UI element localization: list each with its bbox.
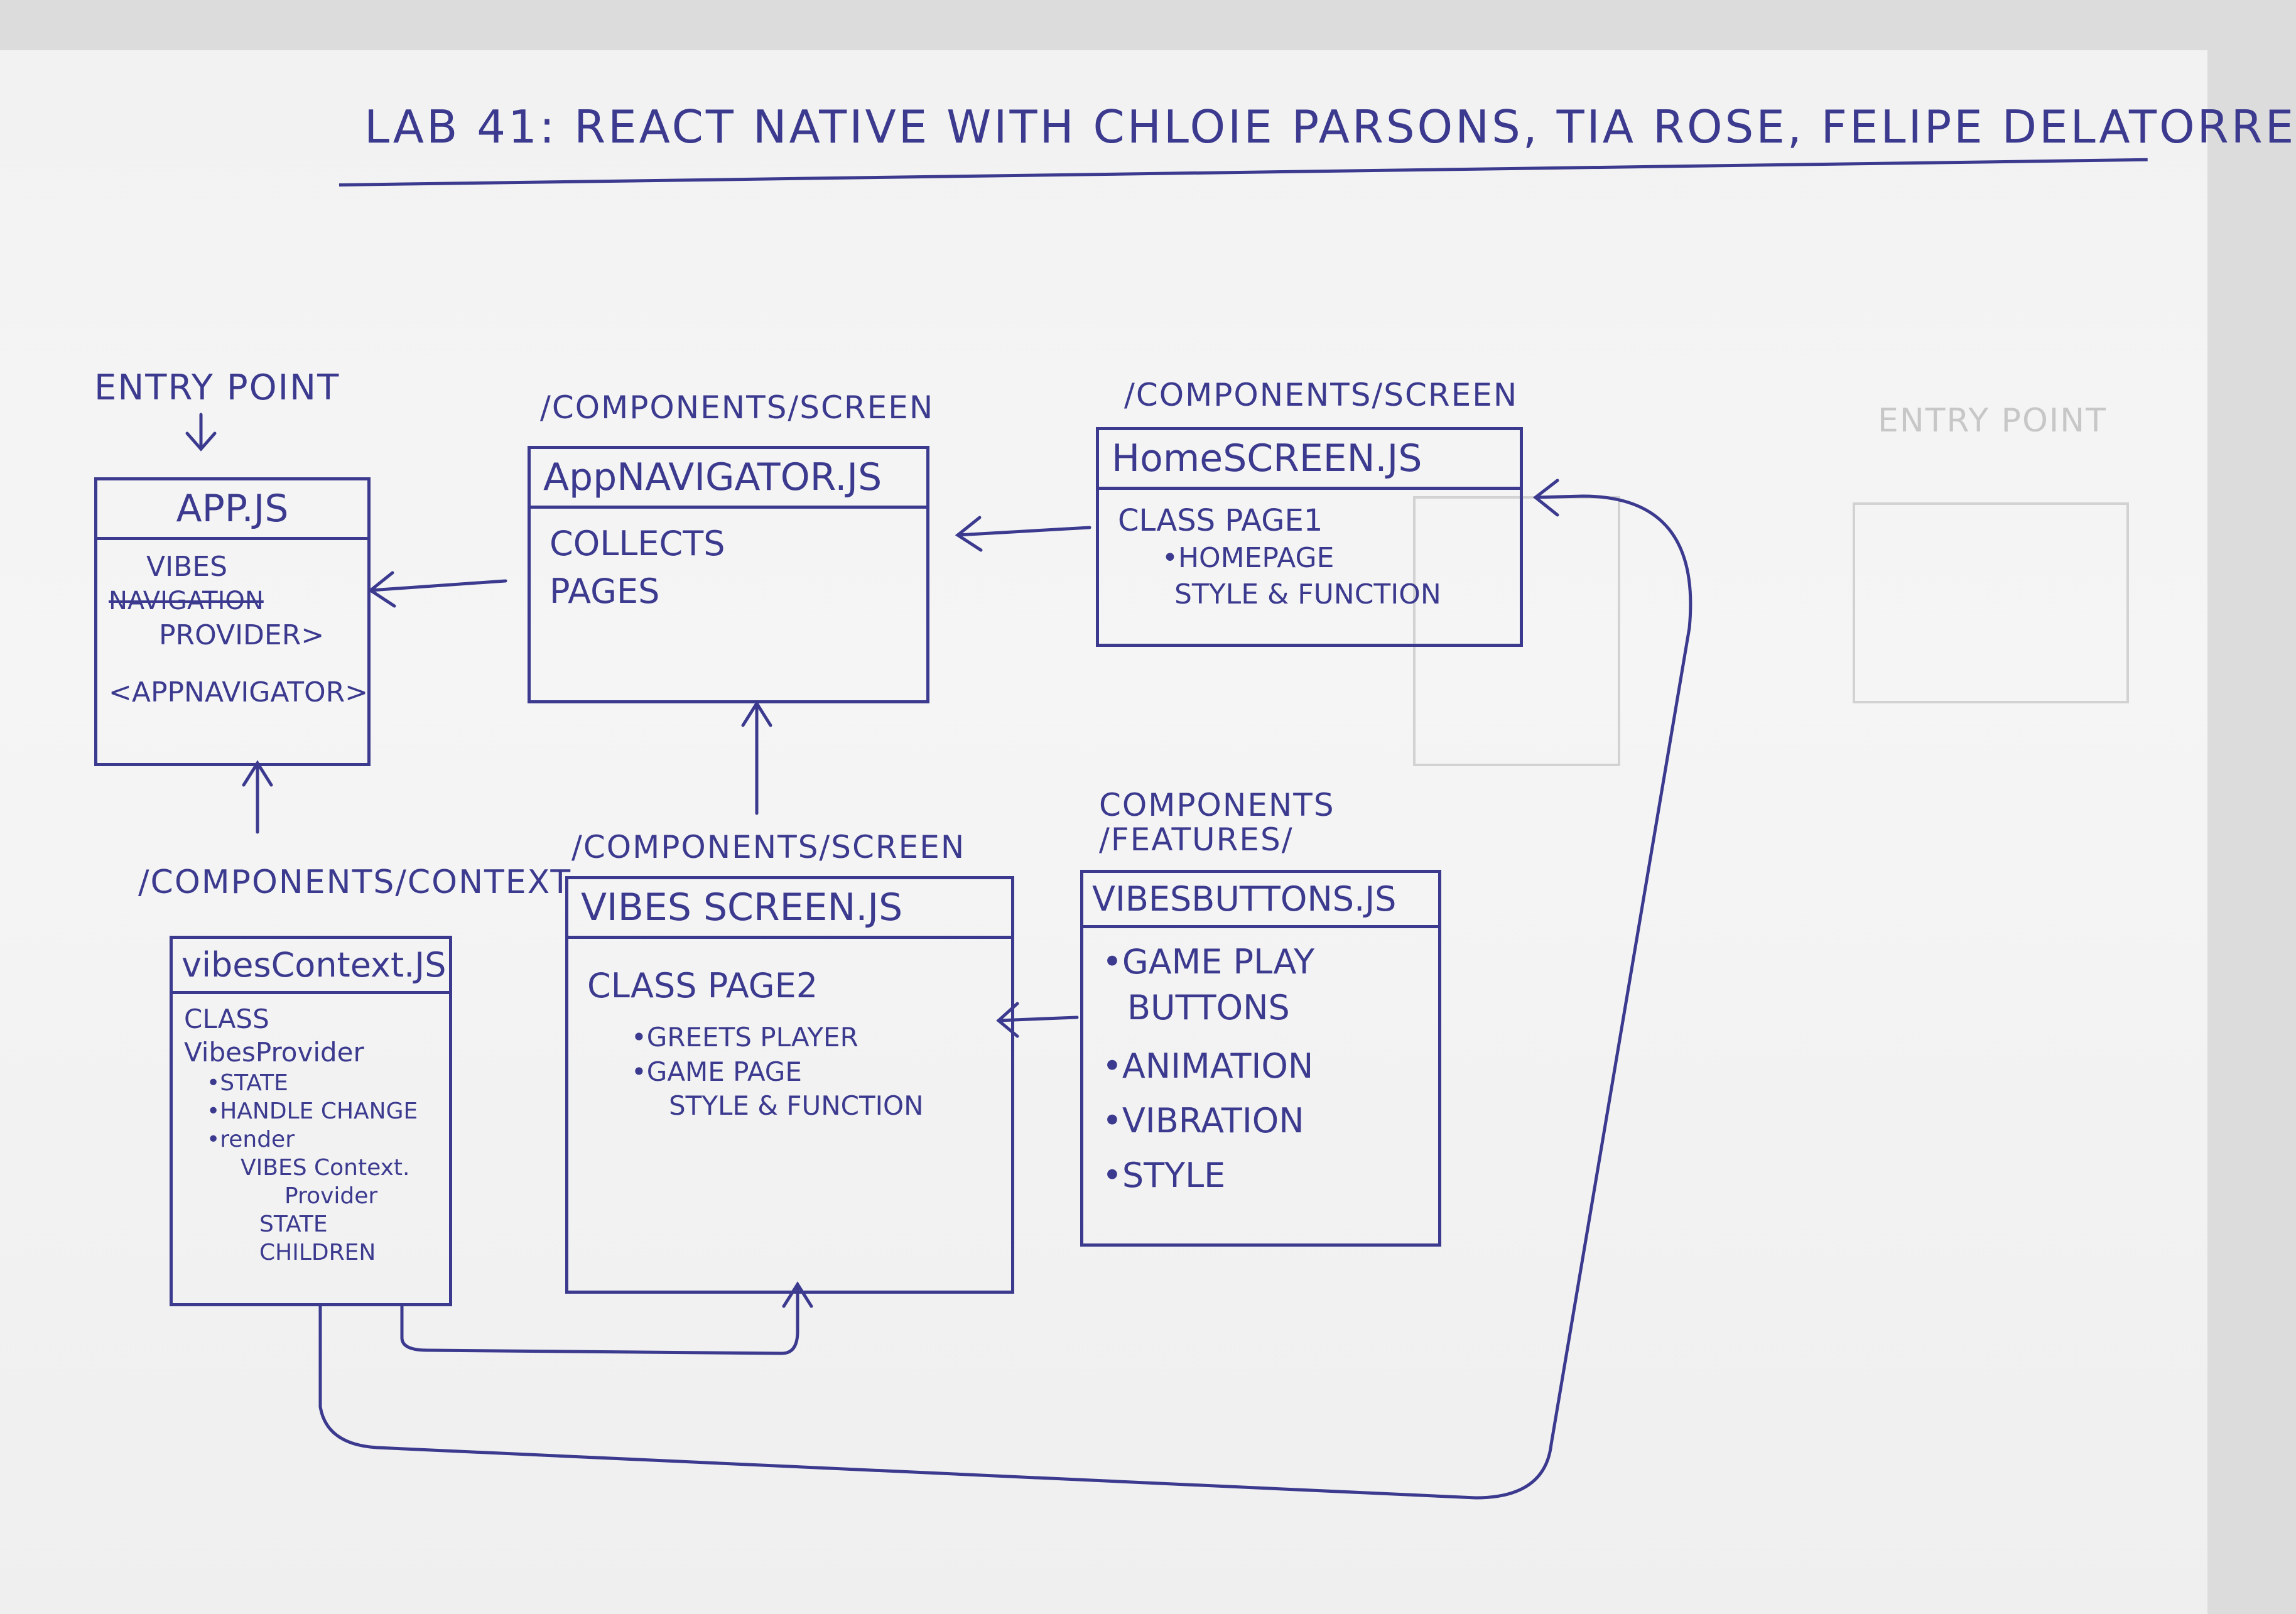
arrow-appnavigator-to-app bbox=[367, 571, 507, 608]
app-line-vibes: VIBES bbox=[146, 551, 227, 583]
vibesscreen-line-2: •GREETS PLAYER bbox=[631, 1022, 858, 1053]
arrow-context-to-app bbox=[242, 760, 273, 834]
vibescontext-line-8: CHILDREN bbox=[259, 1240, 376, 1265]
homescreen-body: CLASS PAGE1 •HOMEPAGE STYLE & FUNCTION bbox=[1099, 490, 1520, 624]
vibesscreen-path: /COMPONENTS/SCREEN bbox=[571, 829, 966, 865]
vibesscreen-line-4: STYLE & FUNCTION bbox=[669, 1090, 924, 1122]
homescreen-filename: HomeSCREEN.JS bbox=[1099, 430, 1520, 490]
vibescontext-filename: vibesContext.JS bbox=[173, 939, 449, 994]
vibesscreen-line-1: CLASS PAGE2 bbox=[587, 966, 818, 1005]
vibesbuttons-body: •GAME PLAY BUTTONS •ANIMATION •VIBRATION… bbox=[1083, 928, 1438, 1210]
vibesbuttons-box: VIBESBUTTONS.JS •GAME PLAY BUTTONS •ANIM… bbox=[1080, 870, 1441, 1247]
app-line-navigation: NAVIGATION bbox=[109, 587, 264, 616]
vibesbuttons-line-1: •GAME PLAY bbox=[1102, 942, 1315, 982]
vibesscreen-body: CLASS PAGE2 •GREETS PLAYER •GAME PAGE ST… bbox=[568, 939, 1011, 1135]
page-title: LAB 41: REACT NATIVE WITH CHLOIE PARSONS… bbox=[364, 100, 2296, 153]
arrow-vibesbuttons-to-vibesscreen bbox=[996, 1002, 1079, 1038]
appnavigator-box: AppNAVIGATOR.JS COLLECTS PAGES bbox=[528, 446, 929, 703]
appnavigator-path: /COMPONENTS/SCREEN bbox=[540, 389, 934, 426]
vibesbuttons-line-2: BUTTONS bbox=[1127, 987, 1290, 1027]
vibescontext-line-5: VIBES Context. bbox=[241, 1155, 410, 1181]
homescreen-line-1: CLASS PAGE1 bbox=[1118, 503, 1323, 538]
arrow-entry-to-app bbox=[185, 413, 217, 452]
connector-layer bbox=[185, 413, 1692, 1500]
vibesbuttons-line-5: •STYLE bbox=[1102, 1155, 1226, 1195]
appnavigator-line-2: PAGES bbox=[550, 571, 660, 611]
app-line-appnavigator: <APPNAVIGATOR> bbox=[109, 676, 369, 709]
ghost-entry-point: ENTRY POINT bbox=[1878, 402, 2107, 440]
entry-point-label: ENTRY POINT bbox=[94, 367, 340, 408]
vibesbuttons-filename: VIBESBUTTONS.JS bbox=[1083, 873, 1438, 928]
homescreen-path: /COMPONENTS/SCREEN bbox=[1124, 377, 1519, 413]
vibescontext-line-7: STATE bbox=[259, 1211, 328, 1237]
arrow-context-to-homescreen bbox=[318, 479, 1692, 1500]
vibescontext-line-2: •STATE bbox=[207, 1070, 288, 1096]
app-js-box: APP.JS VIBES NAVIGATION PROVIDER> <APPNA… bbox=[94, 477, 371, 766]
vibescontext-line-4: •render bbox=[207, 1127, 295, 1152]
ghost-app-box bbox=[1853, 502, 2129, 703]
arrow-vibesscreen-to-appnavigator bbox=[741, 700, 772, 815]
app-line-provider: PROVIDER> bbox=[159, 619, 325, 652]
arrow-homescreen-to-appnavigator bbox=[955, 516, 1091, 552]
vibescontext-box: vibesContext.JS CLASS VibesProvider •STA… bbox=[170, 936, 452, 1306]
vibescontext-line-1: CLASS VibesProvider bbox=[184, 1004, 364, 1068]
ghost-context-box bbox=[1413, 496, 1620, 766]
app-js-body: VIBES NAVIGATION PROVIDER> <APPNAVIGATOR… bbox=[97, 540, 369, 720]
vibescontext-line-6: Provider bbox=[284, 1183, 378, 1209]
homescreen-line-2: •HOMEPAGE bbox=[1162, 542, 1335, 575]
vibesbuttons-path: COMPONENTS /FEATURES/ bbox=[1099, 787, 1335, 858]
vibesscreen-box: VIBES SCREEN.JS CLASS PAGE2 •GREETS PLAY… bbox=[565, 876, 1014, 1294]
vibescontext-path: /COMPONENTS/CONTEXT bbox=[138, 864, 572, 901]
appnavigator-body: COLLECTS PAGES bbox=[531, 509, 926, 626]
homescreen-box: HomeSCREEN.JS CLASS PAGE1 •HOMEPAGE STYL… bbox=[1096, 427, 1523, 647]
paper-sheet bbox=[0, 50, 2207, 1614]
vibescontext-line-3: •HANDLE CHANGE bbox=[207, 1098, 418, 1124]
homescreen-line-3: STYLE & FUNCTION bbox=[1174, 578, 1441, 610]
vibesscreen-line-3: •GAME PAGE bbox=[631, 1056, 802, 1087]
appnavigator-line-1: COLLECTS bbox=[550, 524, 725, 563]
arrow-context-to-vibesscreen bbox=[400, 1281, 813, 1355]
appnavigator-filename: AppNAVIGATOR.JS bbox=[531, 449, 926, 509]
vibesscreen-filename: VIBES SCREEN.JS bbox=[568, 879, 1011, 939]
vibescontext-body: CLASS VibesProvider •STATE •HANDLE CHANG… bbox=[173, 994, 449, 1275]
app-js-filename: APP.JS bbox=[97, 480, 367, 540]
vibesbuttons-line-3: •ANIMATION bbox=[1102, 1046, 1314, 1086]
vibesbuttons-line-4: •VIBRATION bbox=[1102, 1100, 1304, 1140]
